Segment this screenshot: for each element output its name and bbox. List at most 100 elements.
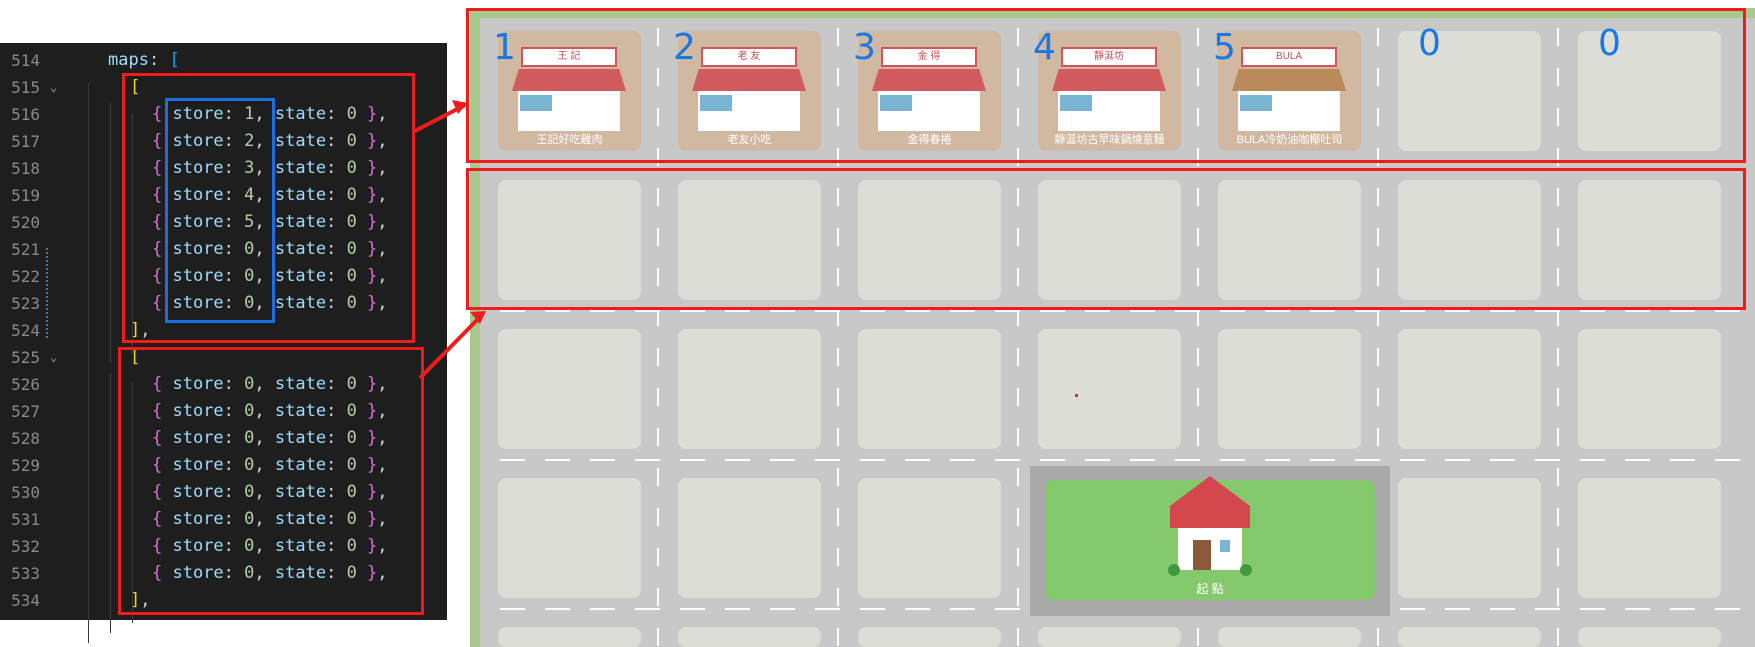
empty-lot[interactable] bbox=[1218, 627, 1361, 647]
road-marking bbox=[1377, 628, 1379, 646]
empty-lot[interactable] bbox=[678, 329, 821, 449]
road-marking bbox=[1017, 628, 1019, 646]
code-line[interactable]: 519{ store: 4, state: 0 }, bbox=[0, 182, 447, 209]
road-marking bbox=[1017, 228, 1019, 246]
store-window bbox=[880, 95, 912, 111]
code-line[interactable]: 534], bbox=[0, 587, 447, 614]
road-marking bbox=[1445, 608, 1470, 610]
empty-lot[interactable] bbox=[1398, 31, 1541, 151]
code-text: { store: 0, state: 0 }, bbox=[152, 293, 388, 313]
code-line[interactable]: 517{ store: 2, state: 0 }, bbox=[0, 128, 447, 155]
road-marking bbox=[590, 608, 615, 610]
road-marking bbox=[1197, 28, 1199, 46]
empty-lot[interactable] bbox=[498, 180, 641, 300]
road-marking bbox=[995, 459, 1020, 461]
road-marking bbox=[837, 28, 839, 46]
empty-lot[interactable] bbox=[1038, 329, 1181, 449]
code-line[interactable]: 515⌄[ bbox=[0, 74, 447, 101]
store-sign: 王 記 bbox=[521, 47, 617, 67]
code-text: ], bbox=[130, 320, 151, 340]
code-line[interactable]: 518{ store: 3, state: 0 }, bbox=[0, 155, 447, 182]
empty-lot[interactable] bbox=[1578, 627, 1721, 647]
store-tile-1[interactable]: 王 記王記好吃雞肉 bbox=[498, 31, 641, 151]
empty-lot[interactable] bbox=[1038, 180, 1181, 300]
road-marking bbox=[725, 459, 750, 461]
empty-lot[interactable] bbox=[1398, 180, 1541, 300]
marker-dot bbox=[1075, 394, 1078, 397]
empty-lot[interactable] bbox=[498, 627, 641, 647]
code-text: { store: 0, state: 0 }, bbox=[152, 509, 388, 529]
road-marking bbox=[1197, 108, 1199, 126]
road-marking bbox=[635, 608, 660, 610]
code-line[interactable]: 529{ store: 0, state: 0 }, bbox=[0, 452, 447, 479]
road-marking bbox=[657, 588, 659, 606]
store-tile-3[interactable]: 金 得金得春捲 bbox=[858, 31, 1001, 151]
road-marking bbox=[680, 310, 705, 312]
start-tile[interactable]: 起 點 bbox=[1045, 476, 1375, 600]
code-text: { store: 4, state: 0 }, bbox=[152, 185, 388, 205]
code-line[interactable]: 526{ store: 0, state: 0 }, bbox=[0, 371, 447, 398]
store-sign: BULA bbox=[1241, 47, 1337, 67]
empty-lot[interactable] bbox=[678, 627, 821, 647]
code-line[interactable]: 523{ store: 0, state: 0 }, bbox=[0, 290, 447, 317]
empty-lot[interactable] bbox=[1398, 329, 1541, 449]
road-marking bbox=[657, 228, 659, 246]
code-line[interactable]: 531{ store: 0, state: 0 }, bbox=[0, 506, 447, 533]
road-marking bbox=[905, 310, 930, 312]
empty-lot[interactable] bbox=[678, 478, 821, 598]
store-sign: 金 得 bbox=[881, 47, 977, 67]
code-line[interactable]: 530{ store: 0, state: 0 }, bbox=[0, 479, 447, 506]
highlight-row2-board bbox=[466, 168, 1746, 310]
road-marking bbox=[1377, 428, 1379, 446]
road-marking bbox=[1377, 388, 1379, 406]
fold-chevron-icon[interactable]: ⌄ bbox=[50, 350, 58, 364]
empty-lot[interactable] bbox=[1398, 627, 1541, 647]
road-marking bbox=[1490, 459, 1515, 461]
empty-lot[interactable] bbox=[1578, 478, 1721, 598]
empty-lot[interactable] bbox=[498, 478, 641, 598]
road-marking bbox=[1377, 148, 1379, 166]
code-line[interactable]: 522{ store: 0, state: 0 }, bbox=[0, 263, 447, 290]
road-marking bbox=[1377, 228, 1379, 246]
empty-lot[interactable] bbox=[498, 329, 641, 449]
code-line[interactable]: 524], bbox=[0, 317, 447, 344]
road-marking bbox=[1580, 608, 1605, 610]
code-line[interactable]: 532{ store: 0, state: 0 }, bbox=[0, 533, 447, 560]
road-marking bbox=[770, 310, 795, 312]
code-text: { store: 0, state: 0 }, bbox=[152, 455, 388, 475]
store-index-label: 5 bbox=[1213, 27, 1236, 68]
empty-lot[interactable] bbox=[1578, 180, 1721, 300]
code-line[interactable]: 527{ store: 0, state: 0 }, bbox=[0, 398, 447, 425]
empty-lot[interactable] bbox=[858, 478, 1001, 598]
empty-lot[interactable] bbox=[1218, 329, 1361, 449]
empty-lot[interactable] bbox=[1398, 478, 1541, 598]
code-line[interactable]: 521{ store: 0, state: 0 }, bbox=[0, 236, 447, 263]
empty-lot[interactable] bbox=[1038, 627, 1181, 647]
store-tile-4[interactable]: 靜涎坊靜涎坊古早味鍋燒意麵 bbox=[1038, 31, 1181, 151]
road-marking bbox=[1017, 468, 1019, 486]
empty-lot[interactable] bbox=[678, 180, 821, 300]
road-marking bbox=[680, 608, 705, 610]
fold-chevron-icon[interactable]: ⌄ bbox=[50, 80, 58, 94]
code-text: { store: 0, state: 0 }, bbox=[152, 239, 388, 259]
empty-lot[interactable] bbox=[1218, 180, 1361, 300]
code-line[interactable]: 533{ store: 0, state: 0 }, bbox=[0, 560, 447, 587]
empty-lot[interactable] bbox=[858, 180, 1001, 300]
store-name: 金得春捲 bbox=[907, 134, 952, 146]
code-line[interactable]: 520{ store: 5, state: 0 }, bbox=[0, 209, 447, 236]
code-line[interactable]: 516{ store: 1, state: 0 }, bbox=[0, 101, 447, 128]
store-tile-2[interactable]: 老 友老友小吃 bbox=[678, 31, 821, 151]
road-marking bbox=[657, 548, 659, 566]
empty-lot[interactable] bbox=[858, 329, 1001, 449]
code-line[interactable]: 528{ store: 0, state: 0 }, bbox=[0, 425, 447, 452]
empty-lot[interactable] bbox=[1578, 31, 1721, 151]
road-marking bbox=[1625, 608, 1650, 610]
empty-lot[interactable] bbox=[858, 627, 1001, 647]
empty-lot[interactable] bbox=[1578, 329, 1721, 449]
road-marking bbox=[1670, 459, 1695, 461]
code-line[interactable]: 525⌄[ bbox=[0, 344, 447, 371]
